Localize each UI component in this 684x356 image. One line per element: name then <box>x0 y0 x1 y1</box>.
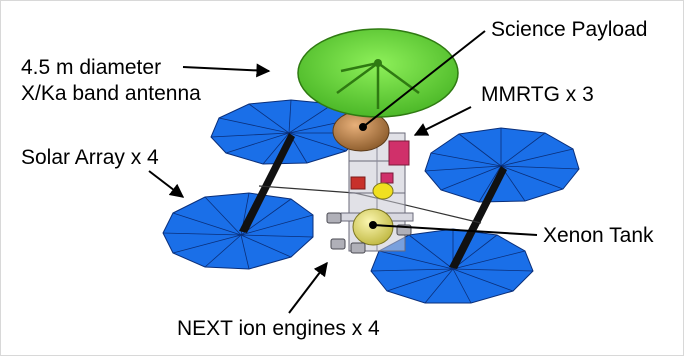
solar-array-top-left <box>210 99 364 165</box>
ion-engines <box>326 212 412 254</box>
antenna-label-line1: 4.5 m diameter <box>21 56 162 79</box>
xenon-tank-leader <box>372 224 538 236</box>
antenna-label-line2: X/Ka band antenna <box>21 82 201 105</box>
xenon-tank-upper <box>372 182 394 200</box>
mmrtg-label: MMRTG x 3 <box>481 83 594 106</box>
antenna-dish <box>297 28 459 118</box>
solar-array-arrow <box>148 170 185 198</box>
solar-panel <box>162 192 314 270</box>
science-payload-label: Science Payload <box>491 18 648 41</box>
solar-array-top-right <box>424 127 580 203</box>
antenna-arrow <box>182 63 271 78</box>
solar-array-booms <box>239 133 507 269</box>
next-engines-arrow <box>288 261 328 314</box>
science-payload-leader <box>362 30 486 128</box>
xenon-tank-label: Xenon Tank <box>543 224 654 247</box>
next-engines-label: NEXT ion engines x 4 <box>177 317 380 340</box>
solar-array-bottom-left <box>162 192 314 270</box>
annotation-arrows <box>148 30 538 314</box>
mmrtg-arrow <box>413 106 472 136</box>
solar-array-label: Solar Array x 4 <box>21 146 159 169</box>
mmrtg-units <box>350 140 410 190</box>
